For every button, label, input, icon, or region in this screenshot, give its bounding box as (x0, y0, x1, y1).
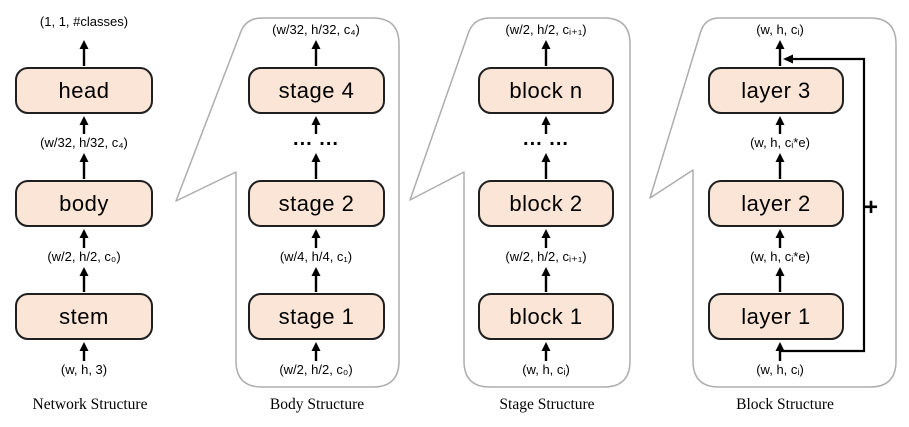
box-stage-4: stage 4 (248, 67, 385, 114)
block-input-dims-label: (w, h, cᵢ) (756, 362, 804, 377)
stage-ellipsis: ... ... (523, 128, 569, 150)
residual-plus-symbol: + (864, 194, 879, 221)
box-head: head (15, 67, 153, 114)
box-stem: stem (15, 293, 153, 340)
flow-arrow-up-icon (79, 153, 89, 179)
caption-stage-structure: Stage Structure (499, 396, 595, 413)
box-block-n: block n (478, 67, 614, 114)
flow-arrow-up-icon (775, 116, 785, 134)
flow-arrow-up-icon (541, 229, 551, 248)
flow-arrow-up-icon (775, 267, 785, 292)
box-block-1: block 1 (478, 293, 614, 340)
flow-arrow-up-icon (541, 40, 551, 66)
block-layer1-output-dims-label: (w, h, cᵢ*e) (750, 249, 810, 264)
flow-arrow-up-icon (775, 342, 785, 361)
residual-skip-line (780, 57, 866, 353)
box-body: body (15, 180, 153, 227)
flow-arrow-up-icon (775, 229, 785, 248)
network-output-dims-label: (1, 1, #classes) (39, 14, 129, 29)
box-layer-3: layer 3 (708, 67, 844, 114)
network-input-dims-label: (w, h, 3) (60, 362, 108, 377)
stage-output-dims-label: (w/2, h/2, cᵢ₊₁) (505, 22, 587, 37)
flow-arrow-up-icon (775, 40, 785, 66)
flow-arrow-up-icon (311, 342, 321, 361)
flow-arrow-up-icon (79, 229, 89, 248)
flow-arrow-up-icon (541, 153, 551, 179)
block-output-dims-label: (w, h, cᵢ) (756, 22, 804, 37)
block-layer2-output-dims-label: (w, h, cᵢ*e) (750, 135, 810, 150)
flow-arrow-up-icon (311, 40, 321, 66)
flow-arrow-up-icon (79, 342, 89, 361)
flow-arrow-up-icon (541, 116, 551, 134)
caption-body-structure: Body Structure (269, 396, 365, 413)
box-stage-1: stage 1 (248, 293, 385, 340)
flow-arrow-up-icon (79, 40, 89, 66)
flow-arrow-up-icon (311, 153, 321, 179)
body-ellipsis: ... ... (293, 128, 339, 150)
flow-arrow-up-icon (79, 116, 89, 134)
flow-arrow-up-icon (311, 267, 321, 292)
stage-block1-output-dims-label: (w/2, h/2, cᵢ₊₁) (505, 249, 587, 264)
caption-network-structure: Network Structure (32, 396, 148, 413)
flow-arrow-up-icon (775, 153, 785, 179)
box-block-2: block 2 (478, 180, 614, 227)
network-stem-output-dims-label: (w/2, h/2, c₀) (47, 249, 121, 264)
flow-arrow-up-icon (311, 229, 321, 248)
box-layer-1: layer 1 (708, 293, 844, 340)
flow-arrow-up-icon (541, 342, 551, 361)
box-stage-2: stage 2 (248, 180, 385, 227)
flow-arrow-up-icon (541, 267, 551, 292)
stage-input-dims-label: (w, h, cᵢ) (522, 362, 570, 377)
flow-arrow-up-icon (311, 116, 321, 134)
body-output-dims-label: (w/32, h/32, c₄) (272, 22, 360, 37)
residual-arrowhead-icon (783, 54, 793, 64)
box-layer-2: layer 2 (708, 180, 844, 227)
body-stage1-output-dims-label: (w/4, h/4, c₁) (279, 249, 353, 264)
caption-block-structure: Block Structure (736, 396, 834, 413)
network-body-output-dims-label: (w/32, h/32, c₄) (40, 135, 128, 150)
flow-arrow-up-icon (79, 267, 89, 292)
body-input-dims-label: (w/2, h/2, c₀) (279, 362, 353, 377)
